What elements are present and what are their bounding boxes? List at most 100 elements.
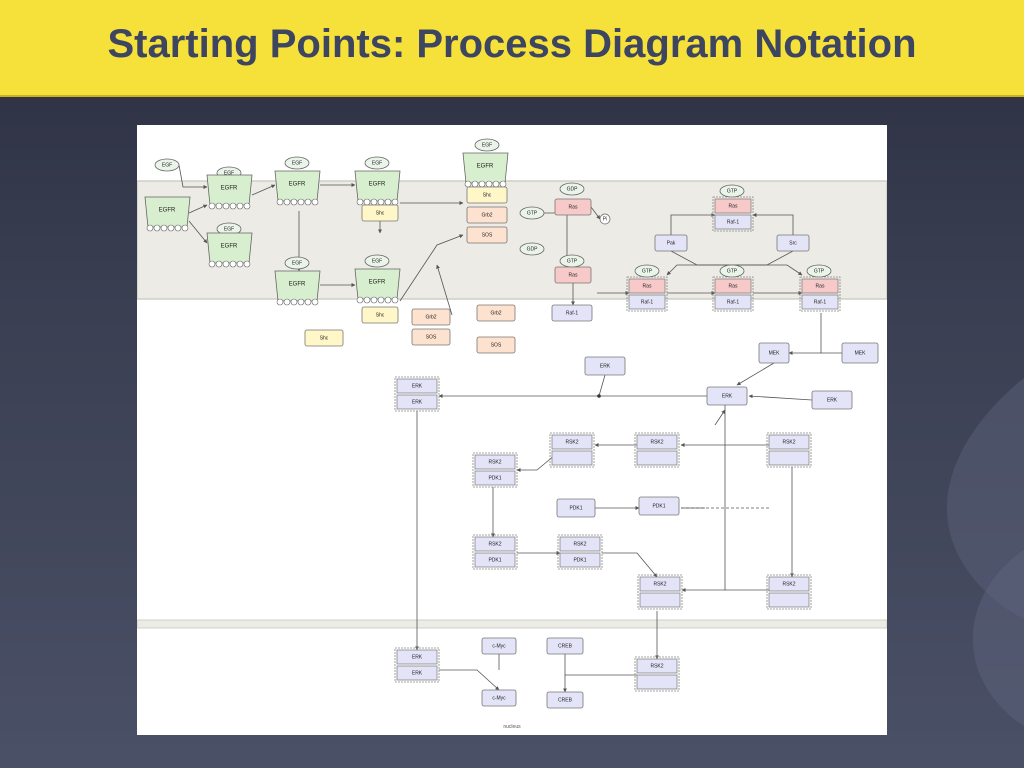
ras-raf1-top-frame (712, 196, 754, 232)
ras-raf1-c-bottom-label: Raf-1 (814, 299, 826, 305)
rsk2-node-3-top-label: RSK2 (782, 439, 795, 445)
pi-node (599, 213, 611, 225)
ras-raf1-top-top (714, 198, 752, 214)
ras-raf1-c-frame (799, 276, 841, 312)
shc-node-3-shape (304, 329, 344, 347)
egf-ligand-3: EGF (216, 222, 242, 236)
ras-hydrolysis (590, 206, 601, 220)
gtp-3-label: GTP (727, 188, 738, 194)
shc-node-2-label: Shc (376, 312, 385, 318)
egfr-shc-complex-site (471, 180, 479, 188)
shc-bound-shape (466, 186, 508, 204)
rsk2-node-1: RSK2 (549, 432, 595, 468)
erk-dimer-top-label: ERK (412, 383, 423, 389)
ras-raf1-top-bottom (714, 214, 752, 230)
sos-bound: SOS (466, 226, 508, 244)
gdp-1: GDP (559, 182, 585, 196)
sos-free-label: SOS (491, 342, 502, 348)
egf-ligand-2-label: EGF (224, 170, 234, 176)
egfr-complex-1-label: EGFR (221, 186, 238, 192)
grb2-recruit (399, 234, 464, 302)
egfr-phospho-site (363, 198, 371, 206)
rsk2-nuclear-top-label: RSK2 (650, 663, 663, 669)
egfr-complex-2-label: EGFR (221, 244, 238, 250)
src-node-shape (776, 234, 810, 252)
gdp-2-label: GDP (527, 246, 539, 252)
rsk2-pdk1-1-frame (472, 452, 518, 488)
rsk2-pdk1-2-top (474, 536, 516, 552)
ras-gdp-label: Ras (569, 204, 578, 210)
erk-nuclear-top-label: ERK (412, 654, 423, 660)
rsk2-nuclear-bottom (636, 674, 678, 690)
egfr-dimer: EGFR (274, 170, 321, 206)
sos-bound-shape (466, 226, 508, 244)
egf-ligand-6: EGF (364, 156, 390, 170)
ras-raf1-b-top (714, 278, 752, 294)
egfr-monomer-site (146, 224, 154, 232)
rsk2-node-1-frame (549, 432, 595, 468)
ras-raf1-c-top (801, 278, 839, 294)
egfr-dimer-2-site (283, 298, 291, 306)
creb-node-2-shape (546, 691, 584, 709)
egfr-phospho-2-site (384, 296, 392, 304)
egf-ligand-1-label: EGF (162, 162, 172, 168)
grb2-free-label: Grb2 (490, 310, 501, 316)
egfr-phospho-2-label: EGFR (369, 280, 386, 286)
erk-node-right: ERK (811, 390, 853, 410)
egfr-monomer-site (174, 224, 182, 232)
rsk2-node-4-top (639, 576, 681, 592)
title-bar: Starting Points: Process Diagram Notatio… (0, 0, 1024, 97)
ras-raf1-a-bottom (628, 294, 666, 310)
egfr-complex-2-site (222, 260, 230, 268)
egfr-phospho-2-site (356, 296, 364, 304)
ras-gtp: Ras (554, 266, 592, 284)
compartment-caption: nucleus (503, 724, 521, 730)
gtp-2-label: GTP (567, 258, 578, 264)
rsk2-node-5-frame (766, 574, 812, 610)
egfr-phospho-2-site (377, 296, 385, 304)
ras-gtp-label: Ras (569, 272, 578, 278)
egfr-monomer-site (160, 224, 168, 232)
cmyc-node-2: c-Myc (481, 689, 517, 707)
ras-raf1-c-bottom (801, 294, 839, 310)
egfr-phospho-2-site (391, 296, 399, 304)
cmyc-node-2-label: c-Myc (492, 695, 506, 701)
egfr-phospho-site (384, 198, 392, 206)
egfr-complex-2-site (236, 260, 244, 268)
cmyc-node-1-label: c-Myc (492, 643, 506, 649)
creb-node-1-shape (546, 637, 584, 655)
dimerization (251, 184, 276, 196)
rsk2-node-5-top-label: RSK2 (782, 581, 795, 587)
ras-raf1-a-top-label: Ras (643, 283, 652, 289)
egfr-phospho-label: EGFR (369, 182, 386, 188)
mek-node-1-label: MEK (769, 350, 781, 356)
egfr-dimer-site (283, 198, 291, 206)
egfr-monomer-label: EGFR (159, 208, 176, 214)
rsk2-pdk1-3-frame (557, 534, 603, 570)
egfr-monomer-site (153, 224, 161, 232)
erk-nuclear-bottom (396, 665, 438, 681)
pdk1-node-1: PDK1 (556, 498, 596, 518)
egfr-phospho-site (370, 198, 378, 206)
egf-ligand-6-label: EGF (372, 160, 382, 166)
shc-bound-label: Shc (483, 192, 492, 198)
rsk2-node-2-top-label: RSK2 (650, 439, 663, 445)
egfr-phospho-2-site (363, 296, 371, 304)
egfr-shc-complex-site (478, 180, 486, 188)
gtp-4: GTP (634, 264, 660, 278)
rsk-creb (563, 674, 637, 693)
egf-ligand-4-label: EGF (292, 160, 302, 166)
egfr-dimer-site (304, 198, 312, 206)
erk-join (598, 374, 606, 397)
rsk2-node-3-top (768, 434, 810, 450)
src-to-raf (752, 213, 794, 235)
sos-free-shape (476, 336, 516, 354)
rsk2-node-4-top-label: RSK2 (653, 581, 666, 587)
raf1-node-shape (551, 304, 593, 322)
grb2-free-shape (476, 304, 516, 322)
ras-raf1-top-top-label: Ras (729, 203, 738, 209)
gtp-6: GTP (806, 264, 832, 278)
egf-ligand-1: EGF (154, 158, 180, 172)
mek-node-2-shape (841, 342, 879, 364)
shc-node-2-shape (361, 306, 399, 324)
